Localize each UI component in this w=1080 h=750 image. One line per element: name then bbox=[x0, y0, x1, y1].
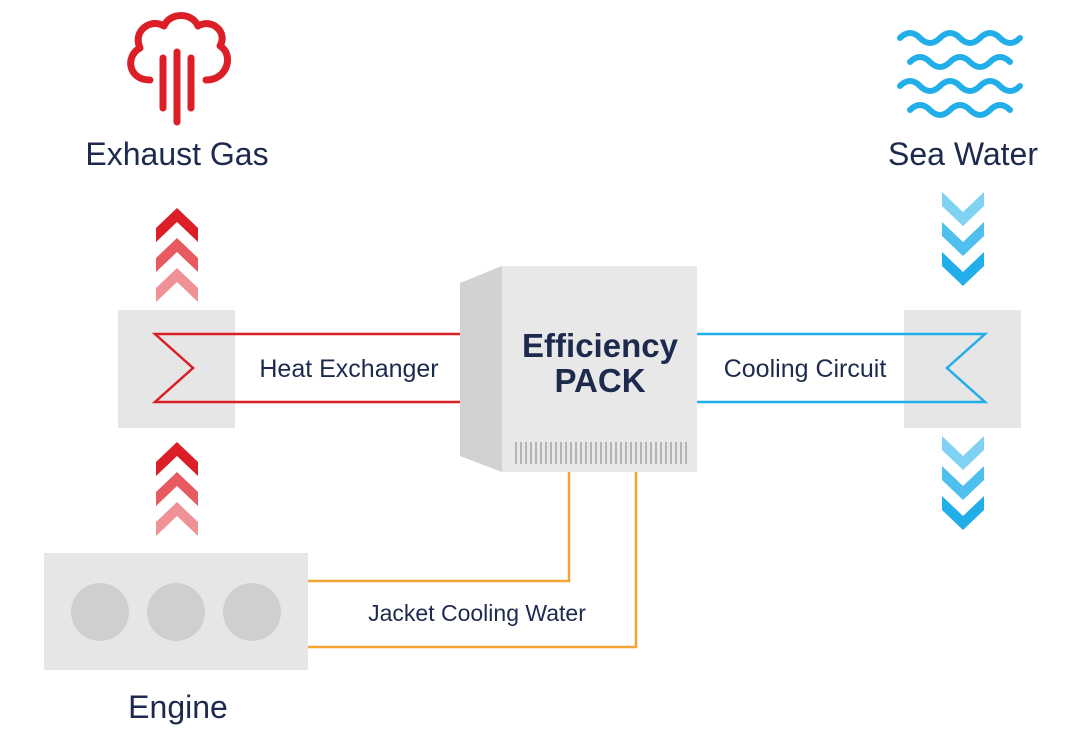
heat-exchanger-label: Heat Exchanger bbox=[259, 355, 438, 383]
engine-cylinder bbox=[223, 583, 281, 641]
waves-icon bbox=[897, 30, 1023, 118]
efficiency-pack-title-line1: Efficiency bbox=[522, 327, 679, 364]
heat-exchanger-loop bbox=[151, 332, 484, 404]
heat-exchanger-box bbox=[118, 310, 235, 428]
cooling-circuit-loop bbox=[697, 332, 989, 404]
cooling-circuit-label: Cooling Circuit bbox=[724, 355, 887, 383]
steam-cloud-icon bbox=[127, 12, 231, 126]
exhaust-gas-label: Exhaust Gas bbox=[85, 136, 268, 172]
engine-label: Engine bbox=[128, 689, 228, 725]
engine-cylinder bbox=[71, 583, 129, 641]
jacket-cooling-water-label: Jacket Cooling Water bbox=[368, 600, 586, 626]
exhaust-up-chevrons-upper bbox=[156, 208, 198, 302]
cooling-circuit-box bbox=[904, 310, 1021, 428]
sea-water-down-chevrons-upper bbox=[942, 192, 984, 286]
pack-vent-grille bbox=[515, 442, 687, 464]
sea-water-label: Sea Water bbox=[888, 136, 1038, 172]
jacket-cooling-loop bbox=[308, 472, 638, 649]
engine-cylinder bbox=[147, 583, 205, 641]
efficiency-pack-title-line2: PACK bbox=[554, 362, 645, 399]
sea-water-down-chevrons-lower bbox=[942, 436, 984, 530]
exhaust-up-chevrons-lower bbox=[156, 442, 198, 536]
efficiency-pack-unit bbox=[460, 266, 697, 472]
